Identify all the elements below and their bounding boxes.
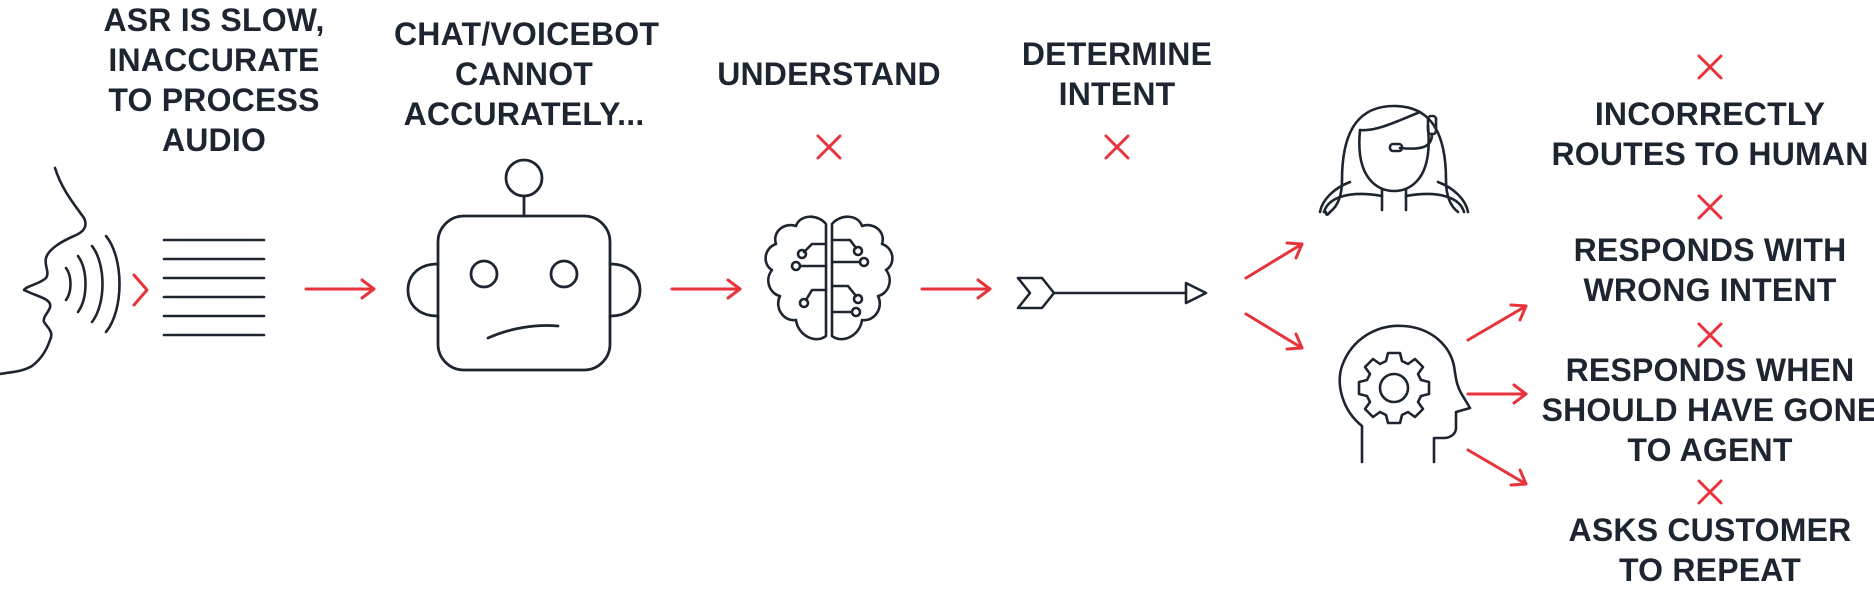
sound-chevron-icon: [132, 273, 149, 307]
outcome-label-line: TO AGENT: [1627, 432, 1793, 468]
step-label-line: ASR IS SLOW,: [103, 2, 325, 38]
outcome-label-asks-repeat: ASKS CUSTOMER TO REPEAT: [1540, 510, 1874, 590]
fail-mark-wrong-intent: [1697, 194, 1723, 220]
fail-mark-routes-to-human: [1697, 54, 1723, 80]
outcome-label-line: WRONG INTENT: [1583, 272, 1837, 308]
brain-circuit-icon: [764, 215, 894, 341]
step-label-line: TO PROCESS: [108, 82, 320, 118]
outcome-label-line: ROUTES TO HUMAN: [1551, 136, 1869, 172]
flow-arrow-2: [670, 278, 742, 300]
step-label-line: CANNOT: [454, 56, 594, 92]
outcome-label-line: INCORRECTLY: [1594, 96, 1826, 132]
outcome-arrow-1: [1466, 303, 1528, 342]
step-label-intent: DETERMINE INTENT: [1007, 34, 1227, 114]
outcome-arrow-3: [1466, 448, 1528, 487]
outcome-label-line: RESPONDS WHEN: [1565, 352, 1855, 388]
flow-arrow-1: [304, 278, 376, 300]
outcome-label-line: RESPONDS WITH: [1573, 232, 1847, 268]
intent-arrow-icon: [1016, 276, 1208, 310]
step-label-line: AUDIO: [161, 122, 267, 158]
step-label-line: ACCURATELY...: [403, 96, 645, 132]
fail-mark-asks-repeat: [1697, 479, 1723, 505]
step-label-line: INTENT: [1058, 76, 1176, 112]
step-label-asr: ASR IS SLOW, INACCURATE TO PROCESS AUDIO: [102, 0, 326, 160]
branch-arrow-to-human: [1244, 241, 1304, 280]
outcome-label-line: ASKS CUSTOMER: [1568, 512, 1852, 548]
outcome-label-routes-to-human: INCORRECTLY ROUTES TO HUMAN: [1540, 94, 1874, 174]
step-label-line: DETERMINE: [1021, 36, 1213, 72]
transcript-lines-icon: [162, 238, 266, 337]
step-label-line: INACCURATE: [108, 42, 320, 78]
outcome-label-should-have-gone: RESPONDS WHEN SHOULD HAVE GONE TO AGENT: [1540, 350, 1874, 470]
outcome-label-line: SHOULD HAVE GONE: [1541, 392, 1874, 428]
branch-arrow-to-bot: [1244, 312, 1304, 351]
fail-mark-understand: [816, 134, 842, 160]
step-label-line: CHAT/VOICEBOT: [394, 16, 660, 52]
step-label-bot: CHAT/VOICEBOT CANNOT ACCURATELY...: [394, 14, 660, 134]
human-agent-headset-icon: [1318, 104, 1470, 216]
confused-robot-icon: [406, 158, 642, 372]
flow-arrow-3: [920, 278, 992, 300]
step-label-understand: UNDERSTAND: [709, 54, 949, 94]
speaking-face-icon: [0, 166, 121, 376]
fail-mark-intent: [1104, 134, 1130, 160]
outcome-arrow-2: [1466, 383, 1528, 405]
outcome-label-line: TO REPEAT: [1619, 552, 1801, 588]
bot-head-gear-icon: [1338, 324, 1472, 464]
fail-mark-should-have-gone: [1697, 322, 1723, 348]
outcome-label-wrong-intent: RESPONDS WITH WRONG INTENT: [1540, 230, 1874, 310]
step-label-line: UNDERSTAND: [717, 56, 941, 92]
